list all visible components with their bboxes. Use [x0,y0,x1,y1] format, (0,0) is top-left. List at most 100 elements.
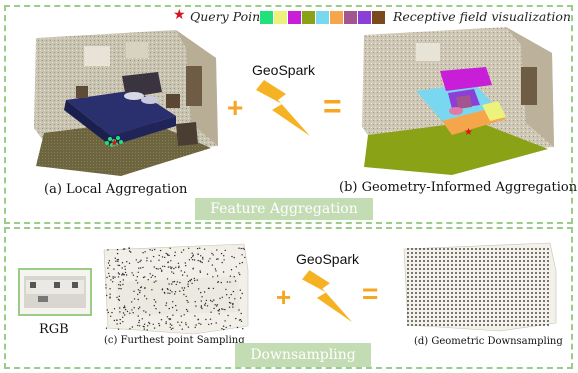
point-cloud-dot [455,304,457,306]
point-cloud-dot [196,247,199,250]
point-cloud-dot [515,308,517,310]
point-cloud-dot [114,276,116,278]
point-cloud-dot [118,295,120,297]
geospark-label-bottom: GeoSpark [296,251,360,267]
point-cloud-dot [435,280,437,282]
point-cloud-dot [515,312,517,314]
point-cloud-dot [230,302,232,304]
point-cloud-dot [427,264,429,266]
point-cloud-dot [191,282,193,285]
point-cloud-dot [539,312,541,314]
point-cloud-dot [475,280,477,282]
point-cloud-dot [106,309,108,311]
point-cloud-dot [539,248,541,250]
point-cloud-dot [107,311,109,314]
point-cloud-dot [110,279,112,281]
point-cloud-dot [214,304,216,306]
point-cloud-dot [105,287,107,289]
point-cloud-dot [535,248,537,250]
point-cloud-dot [411,300,413,302]
point-cloud-dot [499,304,501,306]
point-cloud-dot [194,301,196,303]
point-cloud-dot [123,274,125,276]
point-cloud-dot [167,292,169,294]
point-cloud-dot [138,319,141,322]
point-cloud-dot [185,295,187,298]
point-cloud-dot [200,300,202,302]
point-cloud-dot [431,248,433,250]
point-cloud-dot [198,322,200,325]
point-cloud-dot [495,300,497,302]
point-cloud-dot [443,316,445,318]
point-cloud-dot [116,252,119,255]
point-cloud-dot [547,268,549,270]
point-cloud-dot [162,265,164,267]
point-cloud-dot [483,288,485,290]
point-cloud-dot [423,272,425,274]
point-cloud-dot [232,304,234,306]
point-cloud-dot [419,264,421,266]
point-cloud-dot [511,256,513,258]
point-cloud-dot [507,248,509,250]
point-cloud-dot [419,304,421,306]
point-cloud-dot [511,316,513,318]
point-cloud-dot [447,284,449,286]
point-cloud-dot [443,292,445,294]
point-cloud-dot [447,256,449,258]
point-cloud-dot [467,256,469,258]
point-cloud-dot [139,260,141,263]
point-cloud-dot [455,248,457,250]
point-cloud-dot [148,321,150,324]
point-cloud-dot [523,272,525,274]
point-cloud-dot [479,256,481,258]
point-cloud-dot [515,304,517,306]
point-cloud-dot [515,256,517,258]
point-cloud-dot [447,260,449,262]
point-cloud-dot [194,279,196,282]
point-cloud-dot [531,320,533,322]
point-cloud-dot [200,291,202,294]
point-cloud-dot [236,326,239,329]
point-cloud-dot [515,324,517,326]
color-swatch [260,11,273,24]
point-cloud-dot [539,296,541,298]
point-cloud-dot [459,252,461,254]
point-cloud-dot [177,321,179,323]
point-cloud-dot [547,312,549,314]
point-cloud-dot [431,324,433,326]
point-cloud-dot [507,252,509,254]
point-cloud-dot [435,312,437,314]
point-cloud-dot [455,288,457,290]
point-cloud-dot [491,304,493,306]
point-cloud-dot [164,256,166,259]
point-cloud-dot [132,312,134,314]
equals-icon: = [362,278,379,309]
point-cloud-dot [106,294,108,297]
point-cloud-dot [128,250,131,252]
point-cloud-dot [431,292,433,294]
point-cloud-dot [523,280,525,282]
point-cloud-dot [451,272,453,274]
point-cloud-dot [176,309,178,311]
point-cloud-dot [503,320,505,322]
point-cloud-dot [139,325,141,327]
point-cloud-dot [129,312,131,314]
point-cloud-dot [209,258,211,260]
point-cloud-dot [443,324,445,326]
point-cloud-dot [523,248,525,250]
point-cloud-dot [519,268,521,270]
point-cloud-dot [439,320,441,322]
point-cloud-dot [455,324,457,326]
point-cloud-dot [511,324,513,326]
point-cloud-dot [499,320,501,322]
point-cloud-dot [431,316,433,318]
point-cloud-dot [475,308,477,310]
point-cloud-dot [419,256,421,258]
point-cloud-dot [119,307,121,309]
point-cloud-dot [151,249,153,251]
point-cloud-dot [122,274,124,276]
point-cloud-dot [463,256,465,258]
point-cloud-dot [439,264,441,266]
point-cloud-dot [161,288,164,290]
point-cloud-dot [185,308,188,311]
